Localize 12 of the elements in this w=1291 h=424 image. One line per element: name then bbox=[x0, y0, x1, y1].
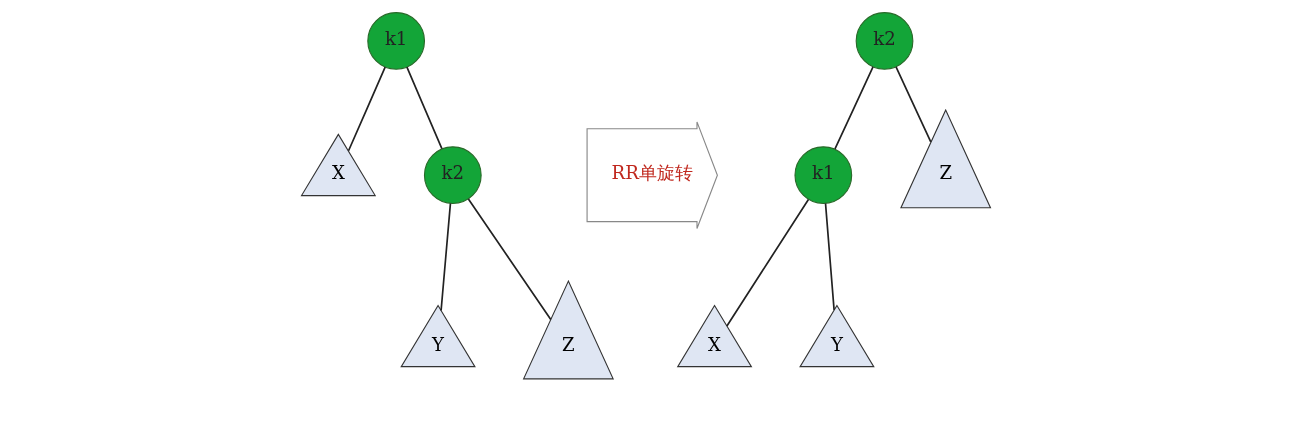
connector bbox=[833, 66, 874, 150]
connector bbox=[405, 66, 443, 150]
node-circle: k1 bbox=[793, 146, 852, 205]
connector bbox=[894, 66, 932, 143]
connector bbox=[439, 202, 451, 312]
node-circle: k2 bbox=[855, 12, 913, 70]
connector bbox=[824, 202, 835, 311]
connector bbox=[467, 198, 552, 321]
connector bbox=[347, 66, 386, 152]
connector bbox=[725, 198, 809, 327]
node-circle: k2 bbox=[423, 146, 482, 205]
node-circle: k1 bbox=[366, 12, 425, 70]
